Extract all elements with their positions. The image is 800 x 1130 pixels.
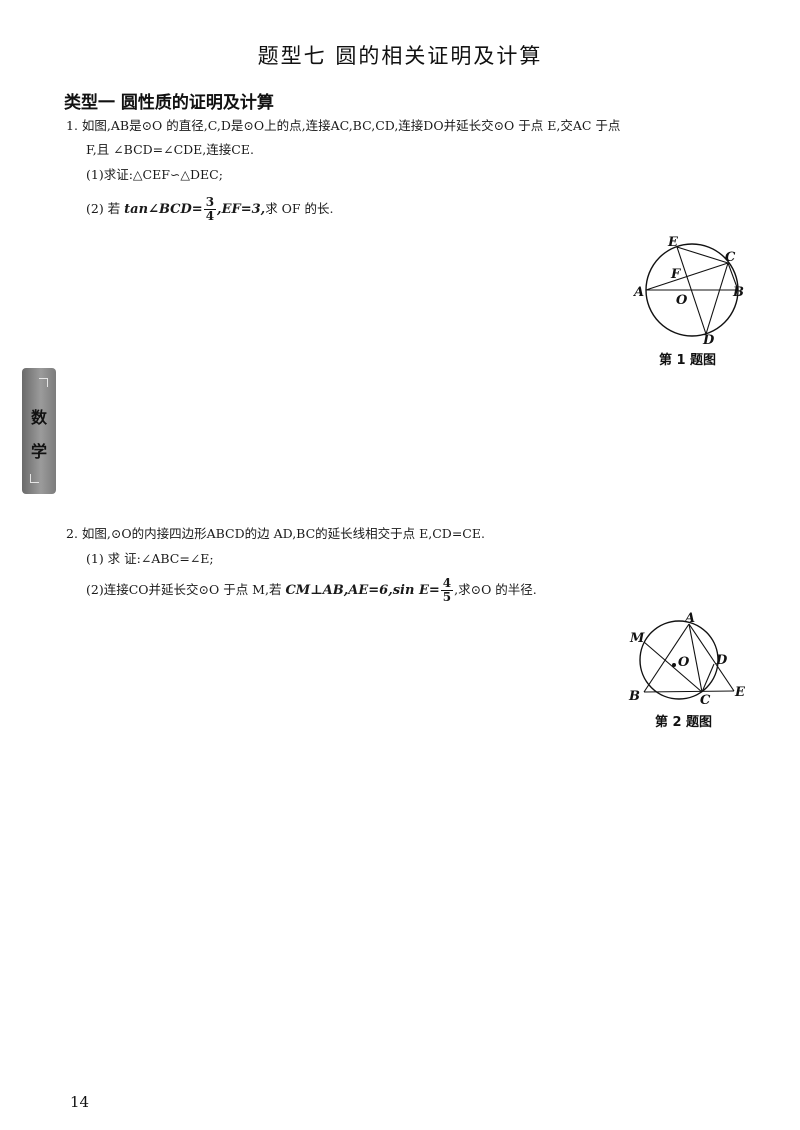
page-title: 题型七 圆的相关证明及计算: [257, 44, 543, 68]
q2-part2-suffix: ,求⊙O 的半径.: [454, 582, 537, 597]
fig2-label-D: D: [715, 653, 728, 668]
q1-part2-ef: ,EF=3,: [217, 202, 266, 217]
q1-frac-den: 4: [205, 209, 215, 223]
fig1-label-C: C: [725, 250, 736, 265]
fig1-label-F: F: [670, 267, 681, 282]
q1-part2-tan: tan∠BCD=: [124, 202, 203, 217]
page-number: 14: [70, 1093, 90, 1111]
fig1-label-B: B: [732, 285, 744, 300]
fig1-label-O: O: [676, 293, 688, 308]
fig1-label-A: A: [632, 285, 644, 300]
subject-side-tab: 数 学: [22, 368, 56, 494]
fig2-label-A: A: [683, 612, 695, 626]
figure-2-caption: 第 2 题图: [654, 715, 713, 730]
q2-part2-prefix: (2)连接CO并延长交⊙O 于点 M,若: [86, 582, 282, 597]
q1-line2: F,且 ∠BCD=∠CDE,连接CE.: [86, 142, 254, 157]
figure-1-diagram: E C F A O B D: [632, 235, 744, 345]
tab-corner-bottom: [30, 474, 39, 483]
q1-line1: 1. 如图,AB是⊙O 的直径,C,D是⊙O上的点,连接AC,BC,CD,连接D…: [66, 118, 621, 133]
q2-part1: (1) 求 证:∠ABC=∠E;: [86, 551, 214, 566]
q1-part1: (1)求证:△CEF∽△DEC;: [86, 167, 223, 182]
fig2-label-M: M: [629, 631, 645, 646]
tab-corner-top: [39, 378, 48, 387]
q1-frac-num: 3: [203, 195, 217, 210]
figure-2-diagram: M A O D B C E: [628, 612, 746, 707]
q2-frac-den: 5: [442, 590, 452, 604]
fig2-label-B: B: [628, 689, 640, 704]
fig2-label-E: E: [734, 685, 746, 700]
fig1-label-D: D: [702, 333, 715, 345]
q2-line1: 2. 如图,⊙O的内接四边形ABCD的边 AD,BC的延长线相交于点 E,CD=…: [66, 526, 485, 541]
fig2-label-C: C: [700, 693, 711, 707]
side-tab-char-2: 学: [30, 442, 47, 461]
figure-1-caption: 第 1 题图: [658, 353, 717, 368]
fig2-label-O: O: [678, 655, 690, 670]
section-heading: 类型一 圆性质的证明及计算: [64, 93, 274, 113]
q2-frac-num: 4: [440, 576, 454, 591]
fig1-label-E: E: [667, 235, 679, 250]
q2-part2-cond: CM⊥AB,AE=6,sin E=: [285, 583, 440, 598]
side-tab-char-1: 数: [30, 408, 47, 427]
q1-part2-prefix: (2) 若: [86, 201, 121, 216]
q1-part2-suffix: 求 OF 的长.: [265, 201, 334, 216]
